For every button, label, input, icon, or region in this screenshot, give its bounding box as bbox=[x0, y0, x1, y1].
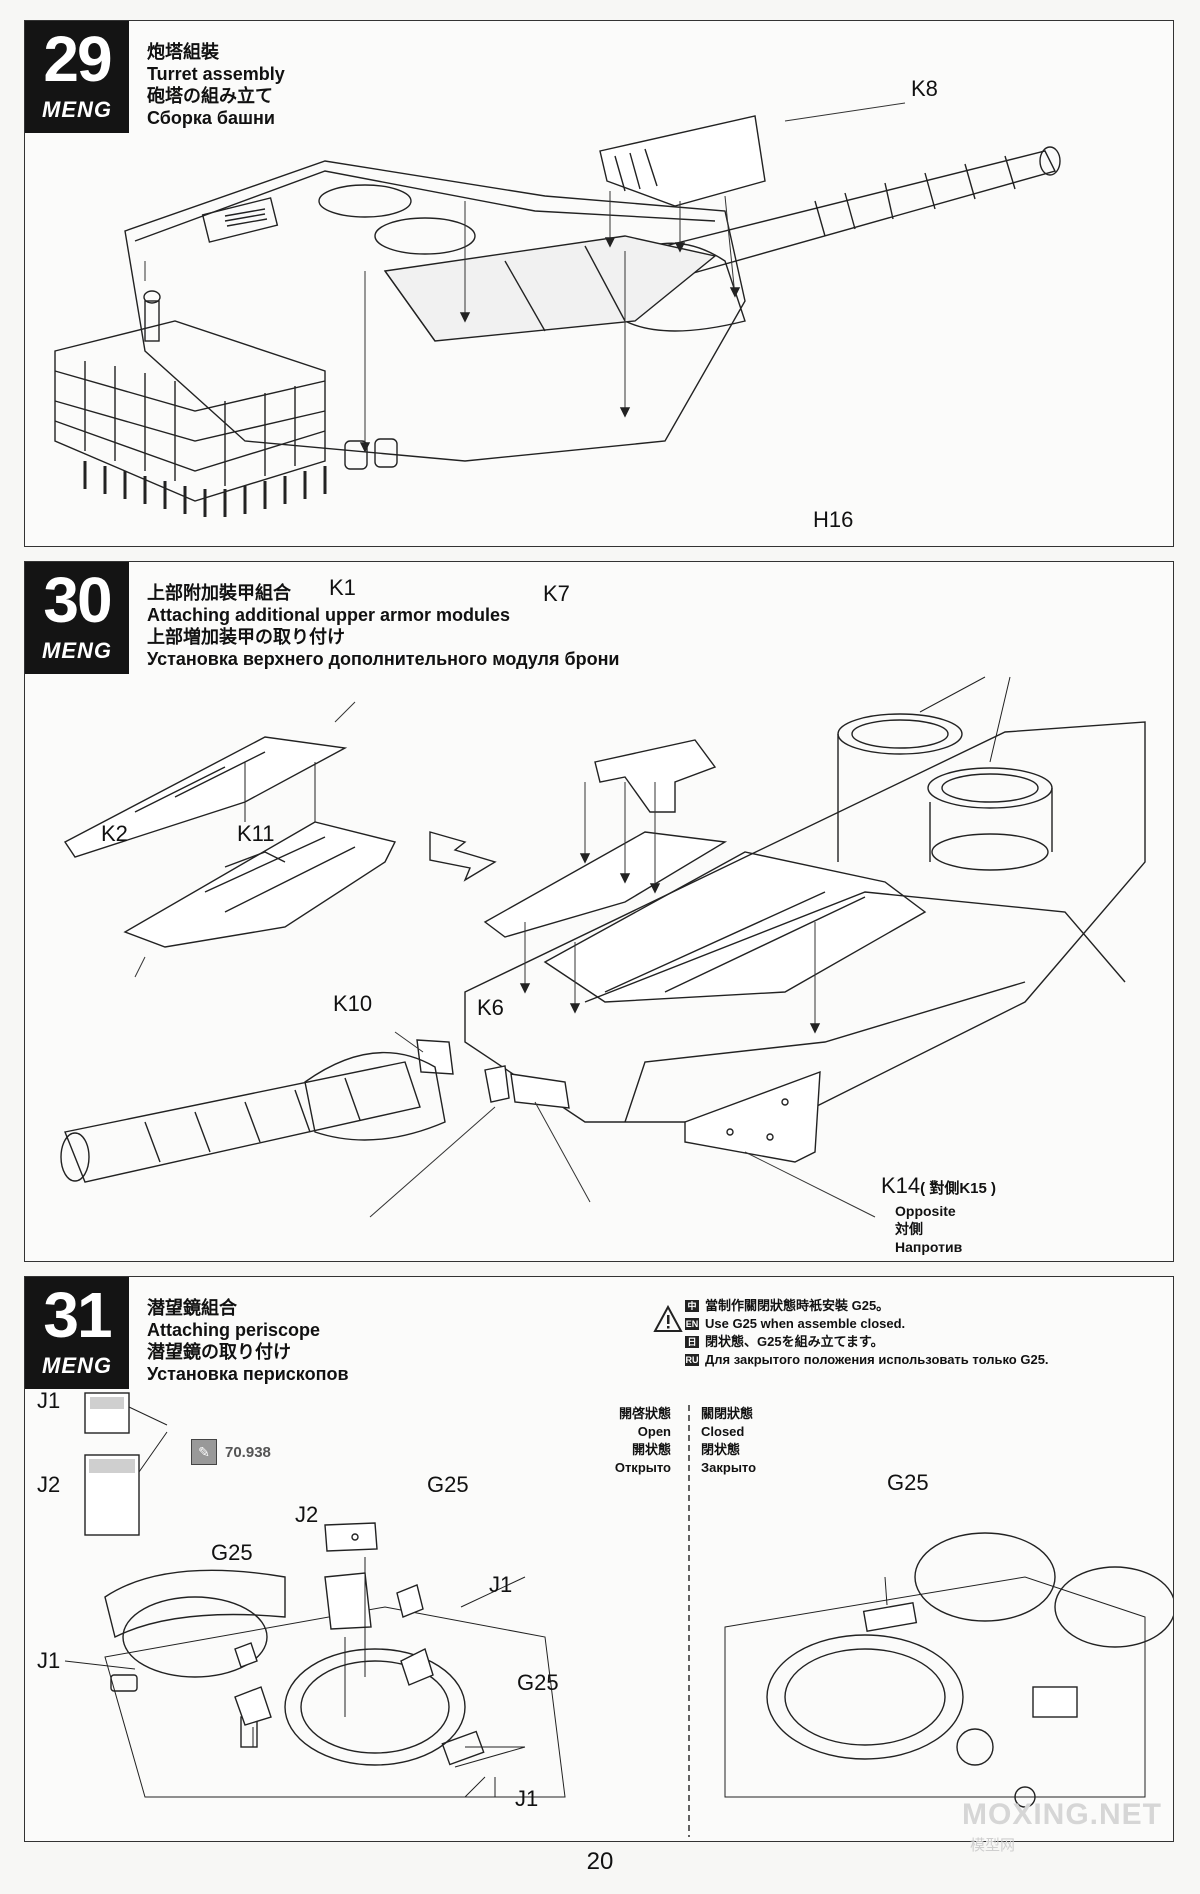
watermark: MOXING.NET bbox=[962, 1798, 1163, 1831]
part-label-j2: J2 bbox=[295, 1502, 319, 1527]
step-number: 31 bbox=[43, 1279, 112, 1351]
note-ja: 閉状態、G25を組み立てます。 bbox=[705, 1334, 884, 1349]
part-label-k2: K2 bbox=[101, 821, 128, 846]
lang-ru-icon: RU bbox=[685, 1354, 699, 1366]
step-30-badge: 30 MENG bbox=[25, 562, 129, 674]
title-ru: Установка верхнего дополнительного модул… bbox=[147, 649, 620, 669]
k15-opposite-ref: ( 對側K15 ) bbox=[920, 1180, 996, 1197]
closed-zh: 關閉狀態 bbox=[701, 1406, 754, 1421]
part-label-k7: K7 bbox=[543, 581, 570, 606]
open-state-label: 開啓狀態 Open 開状態 Открыто bbox=[551, 1405, 671, 1477]
step-number: 29 bbox=[43, 23, 112, 95]
step-30-panel: 30 MENG 上部附加裝甲組合 Attaching additional up… bbox=[24, 508, 1174, 1262]
title-en: Attaching additional upper armor modules bbox=[147, 605, 511, 625]
periscope-drawing bbox=[64, 1392, 1173, 1837]
step-29-badge: 29 MENG bbox=[25, 21, 129, 133]
closed-state-note: 中當制作關閉狀態時衹安裝 G25。 EN Use G25 when assembl… bbox=[685, 1297, 1049, 1369]
step-number: 30 bbox=[43, 564, 112, 636]
open-en: Open bbox=[637, 1424, 671, 1439]
note-ru: Для закрытого положения использовать тол… bbox=[705, 1352, 1049, 1367]
title-zh: 炮塔組裝 bbox=[147, 42, 219, 62]
lang-zh-icon: 中 bbox=[685, 1300, 699, 1312]
step-30-titles: 上部附加裝甲組合 Attaching additional upper armo… bbox=[147, 582, 620, 670]
note-en: Use G25 when assemble closed. bbox=[705, 1316, 906, 1331]
paint-code: 70.938 bbox=[225, 1443, 271, 1461]
closed-ru: Закрыто bbox=[701, 1460, 757, 1475]
title-zh: 潜望鏡組合 bbox=[147, 1298, 237, 1318]
part-label-k1: K1 bbox=[329, 575, 356, 600]
meng-logo: MENG bbox=[42, 638, 112, 663]
lang-ja-icon: 日 bbox=[685, 1336, 699, 1348]
part-label-j1: J1 bbox=[37, 1388, 61, 1413]
note-zh: 當制作關閉狀態時衹安裝 G25。 bbox=[705, 1298, 890, 1313]
part-label-j1: J1 bbox=[37, 1648, 61, 1673]
step-29-titles: 炮塔組裝 Turret assembly 砲塔の組み立て Сборка башн… bbox=[147, 41, 285, 129]
part-label-g25: G25 bbox=[211, 1540, 253, 1565]
title-ja: 潜望鏡の取り付け bbox=[147, 1342, 291, 1362]
opposite-note: Opposite 対側 Напротив bbox=[895, 1202, 962, 1256]
title-en: Turret assembly bbox=[147, 64, 285, 84]
part-label-j2: J2 bbox=[37, 1472, 61, 1497]
step-29-panel: 29 MENG 炮塔組裝 Turret assembly 砲塔の組み立て Сбо… bbox=[24, 20, 1174, 547]
title-ja: 砲塔の組み立て bbox=[147, 86, 273, 106]
title-ru: Установка перископов bbox=[147, 1364, 349, 1384]
part-label-g25: G25 bbox=[517, 1670, 559, 1695]
part-label-k11: K11 bbox=[237, 821, 275, 846]
opposite-ru: Напротив bbox=[895, 1239, 963, 1255]
watermark-sub: 模型网 bbox=[970, 1837, 1016, 1854]
paint-callout: ✎ 70.938 bbox=[191, 1439, 271, 1465]
upper-armor-drawing bbox=[60, 676, 1146, 1218]
turret-assembly-drawing bbox=[54, 102, 1061, 517]
open-ja: 開状態 bbox=[631, 1442, 671, 1457]
open-ru: Открыто bbox=[614, 1460, 671, 1475]
part-label-k14: K14( 對側K15 ) bbox=[881, 1174, 996, 1201]
page-number: 20 bbox=[586, 1848, 614, 1875]
closed-en: Closed bbox=[701, 1424, 745, 1439]
opposite-en: Opposite bbox=[895, 1203, 956, 1219]
title-zh: 上部附加裝甲組合 bbox=[147, 583, 291, 603]
warning-icon bbox=[653, 1305, 683, 1332]
closed-state-label: 關閉狀態 Closed 閉状態 Закрыто bbox=[701, 1405, 756, 1477]
closed-ja: 閉状態 bbox=[701, 1442, 741, 1457]
part-label-k10: K10 bbox=[333, 991, 373, 1016]
meng-logo: MENG bbox=[42, 1353, 112, 1378]
paintbrush-icon: ✎ bbox=[191, 1439, 217, 1465]
title-en: Attaching periscope bbox=[147, 1320, 321, 1340]
part-label-j1: J1 bbox=[515, 1786, 539, 1811]
opposite-ja: 対側 bbox=[895, 1221, 923, 1237]
meng-logo: MENG bbox=[42, 97, 112, 122]
open-zh: 開啓狀態 bbox=[618, 1406, 671, 1421]
part-label-g25: G25 bbox=[887, 1470, 929, 1495]
part-label-g25: G25 bbox=[427, 1472, 469, 1497]
part-label-h16: H16 bbox=[813, 507, 854, 532]
step-31-titles: 潜望鏡組合 Attaching periscope 潜望鏡の取り付け Устан… bbox=[147, 1297, 349, 1385]
part-label-k6: K6 bbox=[477, 995, 504, 1020]
step-31-panel: 31 MENG 潜望鏡組合 Attaching periscope 潜望鏡の取り… bbox=[24, 1276, 1174, 1842]
part-label-k8: K8 bbox=[911, 76, 938, 101]
k14-label: K14 bbox=[881, 1173, 921, 1198]
title-ru: Сборка башни bbox=[147, 108, 275, 128]
part-label-j1: J1 bbox=[489, 1572, 513, 1597]
step-31-badge: 31 MENG bbox=[25, 1277, 129, 1389]
title-ja: 上部増加装甲の取り付け bbox=[147, 627, 345, 647]
lang-en-icon: EN bbox=[685, 1318, 699, 1330]
